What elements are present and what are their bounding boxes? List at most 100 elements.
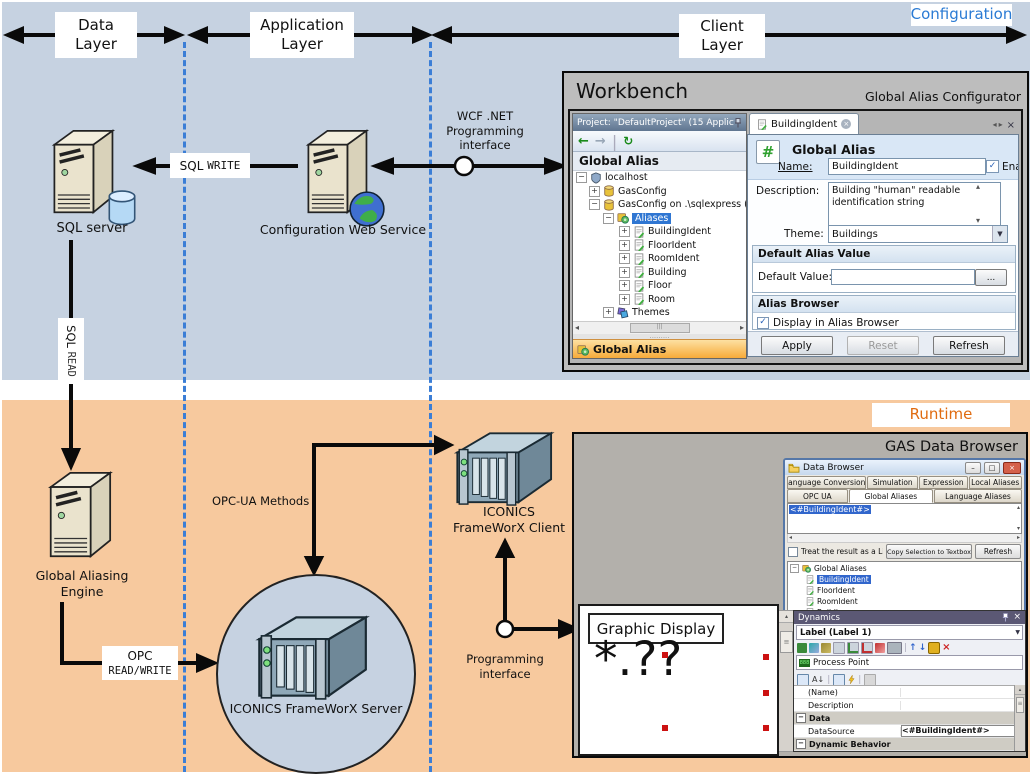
tab-close-icon[interactable]: × <box>841 119 852 129</box>
tree-item[interactable]: FloorIdent <box>790 585 1019 596</box>
tree-item[interactable]: + Room <box>573 293 746 307</box>
edit-link-icon[interactable] <box>821 643 831 653</box>
scroll-down-icon[interactable]: ▾ <box>1016 525 1020 532</box>
scroll-thumb[interactable]: ≡ <box>780 631 793 653</box>
selection-handle[interactable] <box>763 654 769 660</box>
selection-handle[interactable] <box>662 725 668 731</box>
dynamics-titlebar[interactable]: Dynamics × <box>794 611 1025 624</box>
scroll-up-icon[interactable]: ▴ <box>779 611 794 623</box>
description-textarea[interactable]: Building "human" readable identification… <box>828 182 1001 230</box>
browse-button[interactable]: ... <box>975 269 1007 286</box>
collapse-icon[interactable]: − <box>589 199 600 211</box>
move-down-icon[interactable]: ↓ <box>918 642 927 653</box>
pickpoint-green-icon[interactable] <box>847 642 859 654</box>
tree-item[interactable]: RoomIdent <box>790 596 1019 607</box>
property-row[interactable]: (Name) <box>794 686 1015 699</box>
marker-pen-icon[interactable] <box>875 643 885 653</box>
horizontal-scrollbar[interactable]: ◂ ||| ▸ <box>573 321 746 334</box>
scroll-right-icon[interactable]: ▸ <box>739 323 744 332</box>
tab-simulation[interactable]: Simulation <box>867 476 919 489</box>
expand-icon[interactable]: + <box>619 226 630 238</box>
lightning-icon[interactable] <box>848 675 855 684</box>
apply-button[interactable]: Apply <box>761 336 833 355</box>
tab-global-aliases[interactable]: Global Aliases <box>848 489 933 503</box>
move-up-icon[interactable]: ↑ <box>909 642 917 653</box>
minimize-button[interactable]: – <box>965 461 981 474</box>
tab-opc-ua[interactable]: OPC UA <box>787 489 848 503</box>
tree-item[interactable]: + GasConfig <box>573 185 746 199</box>
add-dynamic-icon[interactable] <box>797 643 807 653</box>
sort-az-icon[interactable]: A↓ <box>812 675 825 684</box>
theme-select[interactable]: Buildings ▼ <box>828 225 1008 243</box>
expand-icon[interactable]: + <box>589 185 600 197</box>
pin-icon[interactable] <box>734 118 742 128</box>
selection-handle[interactable] <box>763 725 769 731</box>
data-browser-titlebar[interactable]: Data Browser – □ × <box>785 460 1024 475</box>
property-pages-icon[interactable] <box>833 673 846 686</box>
pickpoint-icon[interactable] <box>833 642 845 654</box>
tree-item[interactable]: + Themes <box>573 306 746 320</box>
scroll-up-icon[interactable]: ▴ <box>1015 685 1025 695</box>
scroll-thumb[interactable]: ≡ <box>1016 697 1024 713</box>
dynamic-type-selector[interactable]: Label (Label 1) ▼ <box>794 624 1025 641</box>
lock-icon[interactable] <box>928 642 941 654</box>
categorized-icon[interactable] <box>797 673 809 686</box>
scroll-left-icon[interactable]: ◂ <box>575 323 580 332</box>
pickpoint-red-icon[interactable] <box>861 642 873 654</box>
tab-local-aliases[interactable]: Local Aliases <box>968 476 1022 489</box>
selection-handle[interactable] <box>662 652 668 658</box>
tree-item[interactable]: + BuildingIdent <box>573 225 746 239</box>
category-row[interactable]: − Data <box>794 712 1015 725</box>
refresh-button[interactable]: Refresh <box>933 336 1005 355</box>
selection-handle[interactable] <box>763 690 769 696</box>
expand-icon[interactable]: + <box>603 307 614 319</box>
category-row[interactable]: − Dynamic Behavior <box>794 738 1015 751</box>
delete-icon[interactable]: × <box>942 642 951 653</box>
global-alias-bar[interactable]: Global Alias <box>573 339 746 358</box>
tab-language-aliases[interactable]: Language Aliases <box>933 489 1022 503</box>
tree-item-selected[interactable]: − Aliases <box>573 212 746 226</box>
forward-icon[interactable]: → <box>594 133 606 149</box>
expand-icon[interactable]: + <box>619 293 630 305</box>
tab-scroll-left-icon[interactable]: ◂ <box>992 120 997 129</box>
tree-item[interactable]: − localhost <box>573 171 746 185</box>
browser-refresh-button[interactable]: Refresh <box>975 544 1021 559</box>
propgrid-scrollbar[interactable]: ▴ ≡ <box>1014 685 1025 751</box>
panel-splitter[interactable]: ......... <box>573 333 746 340</box>
display-in-browser-checkbox[interactable]: ✓ <box>757 317 769 329</box>
unresolved-alias-text[interactable]: *.?? <box>594 632 683 687</box>
maximize-button[interactable]: □ <box>984 461 1000 474</box>
reset-button[interactable]: Reset <box>847 336 919 355</box>
tree-item-selected[interactable]: BuildingIdent <box>790 574 1019 585</box>
expand-icon[interactable]: + <box>619 239 630 251</box>
collapse-icon[interactable]: − <box>796 739 806 749</box>
collapse-icon[interactable]: − <box>790 564 799 573</box>
tab-list-close-icon[interactable]: × <box>1006 120 1015 131</box>
refresh-icon[interactable]: ↻ <box>623 134 634 148</box>
expand-icon[interactable]: + <box>619 253 630 265</box>
expand-icon[interactable]: + <box>619 266 630 278</box>
connect-icon[interactable] <box>809 643 819 653</box>
tab-expression[interactable]: Expression <box>919 476 968 489</box>
collapse-icon[interactable]: − <box>603 212 614 224</box>
tree-item[interactable]: − GasConfig on .\sqlexpress (Active <box>573 198 746 212</box>
scroll-left-icon[interactable]: ◂ <box>789 534 793 541</box>
close-button[interactable]: × <box>1003 461 1021 474</box>
tab-language-conversions[interactable]: Language Conversions <box>787 476 867 489</box>
tab-buildingident[interactable]: BuildingIdent × <box>749 113 860 134</box>
tree-item[interactable]: − Global Aliases <box>790 564 867 573</box>
collapse-icon[interactable]: − <box>796 713 806 723</box>
tab-scroll-right-icon[interactable]: ▸ <box>998 120 1003 129</box>
property-row-datasource[interactable]: DataSource <#BuildingIdent#> <box>794 725 1015 738</box>
property-row[interactable]: Description <box>794 699 1015 712</box>
scroll-up-icon[interactable]: ▴ <box>1016 504 1020 511</box>
expression-hscrollbar[interactable]: ◂ ▸ <box>787 534 1022 543</box>
back-icon[interactable]: ← <box>578 133 589 149</box>
tree-item[interactable]: + RoomIdent <box>573 252 746 266</box>
expand-icon[interactable]: + <box>619 280 630 292</box>
literal-checkbox[interactable] <box>788 546 798 557</box>
tree-item[interactable]: + Building <box>573 266 746 280</box>
pin-icon[interactable] <box>1002 613 1009 622</box>
process-point-row[interactable]: 888 Process Point <box>796 655 1023 670</box>
scroll-thumb[interactable]: ||| <box>629 323 690 333</box>
